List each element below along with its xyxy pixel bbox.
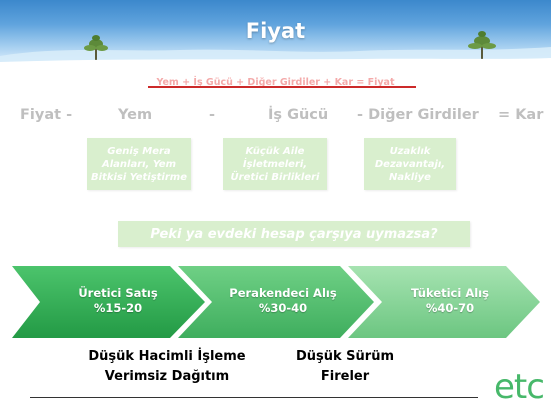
slide-title: Fiyat: [245, 19, 306, 43]
logo-text: etc: [494, 367, 545, 407]
detail-box-yem: Geniş Mera Alanları, Yem Bitkisi Yetişti…: [87, 138, 191, 190]
footer-divider: [30, 397, 478, 398]
detail-box-text: Küçük Aile İşletmeleri, Üretici Birlikle…: [230, 145, 320, 183]
struck-formula: Yem + İş Gücü + Diğer Girdiler + Kar = F…: [156, 77, 395, 88]
detail-box-diger: Uzaklık Dezavantajı, Nakliye: [364, 138, 456, 190]
strike-line: [148, 86, 416, 88]
chevron-retailer: [178, 266, 374, 338]
detail-box-is-gucu: Küçük Aile İşletmeleri, Üretici Birlikle…: [223, 138, 327, 190]
term-fiyat: Fiyat -: [20, 107, 73, 123]
right-tree-icon: [468, 31, 496, 62]
detail-box-text: Uzaklık Dezavantajı, Nakliye: [374, 145, 446, 183]
eto-logo: etc: [494, 368, 550, 410]
chevron-consumer-label: Tüketici Alış %40-70: [411, 286, 489, 315]
term-yem: Yem: [118, 107, 153, 123]
chevron-producer: [12, 266, 205, 338]
left-tree-icon: [84, 35, 108, 62]
slide-header: Fiyat: [0, 0, 551, 68]
term-is-gucu: İş Gücü: [268, 107, 329, 123]
chevron-retailer-label: Perakendeci Alış %30-40: [229, 286, 337, 315]
value-chain: Üretici Satış %15-20 Perakendeci Alış %3…: [0, 262, 551, 346]
chevron-consumer: [348, 266, 540, 338]
term-minus: -: [209, 107, 216, 123]
question-text: Peki ya evdeki hesap çarşıya uymazsa?: [150, 226, 438, 242]
note-distribution: Düşük Sürüm Fireler: [295, 349, 395, 384]
term-kar: = Kar: [498, 107, 544, 123]
header-landscape: [0, 31, 551, 68]
question-box: Peki ya evdeki hesap çarşıya uymazsa?: [118, 221, 470, 247]
chevron-shapes: [12, 266, 540, 338]
note-processing: Düşük Hacimli İşleme Verimsiz Dağıtım: [88, 349, 246, 384]
term-diger: - Diğer Girdiler: [357, 107, 479, 123]
chevron-producer-label: Üretici Satış %15-20: [78, 286, 158, 315]
detail-box-text: Geniş Mera Alanları, Yem Bitkisi Yetişti…: [90, 145, 187, 183]
